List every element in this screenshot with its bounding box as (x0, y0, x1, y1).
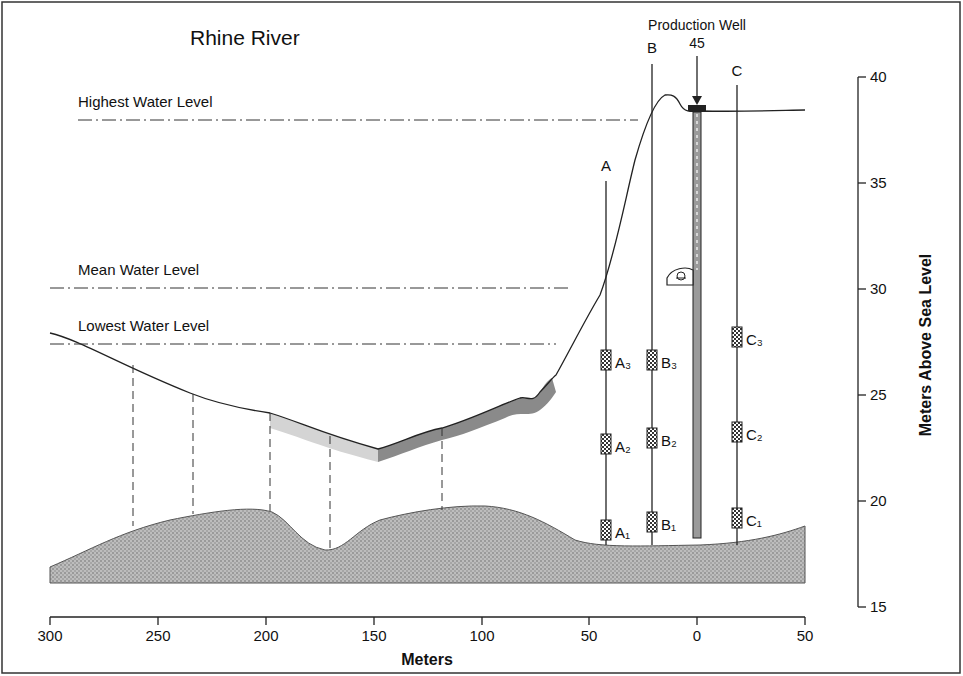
screen-label: C₃ (746, 332, 763, 349)
axis-tick (858, 606, 866, 607)
axis-tick (804, 617, 805, 625)
water-level-label: Highest Water Level (78, 94, 213, 111)
axis-tick (858, 76, 866, 77)
screen-label: B₁ (661, 517, 676, 534)
well-label: Production Well (648, 18, 746, 33)
axis-tick-label: 50 (581, 628, 598, 645)
axis-tick (696, 617, 697, 625)
axis-tick-label: 200 (253, 628, 278, 645)
axis-tick-label: 20 (870, 493, 887, 510)
axis-tick (265, 617, 266, 625)
well-number: 45 (689, 36, 705, 51)
ground-surface (50, 95, 805, 449)
axis-tick-label: 150 (361, 628, 386, 645)
axis-tick (157, 617, 158, 625)
axis-tick-label: 250 (145, 628, 170, 645)
axis-tick-label: 100 (469, 628, 494, 645)
axis-title: Meters (401, 651, 453, 669)
axis-tick-label: 300 (37, 628, 62, 645)
riverbed-fine (270, 413, 378, 462)
axis-tick (588, 617, 589, 625)
screen-label: B₂ (661, 433, 677, 450)
axis-tick (373, 617, 374, 625)
screen-label: A₃ (615, 355, 631, 372)
screen-label: C₂ (746, 427, 763, 444)
axis-tick-label: 50 (797, 628, 814, 645)
screen-label: A₂ (615, 439, 631, 456)
axis-tick-label: 30 (870, 281, 887, 298)
title: Rhine River (190, 26, 300, 49)
axis-tick (858, 182, 866, 183)
well-letter: B (647, 40, 657, 57)
axis-tick (858, 394, 866, 395)
screen-label: C₁ (746, 513, 762, 530)
axis-tick-label: 0 (693, 628, 701, 645)
production-well (693, 112, 701, 538)
screen-label: B₃ (661, 355, 677, 372)
axis-tick-label: 25 (870, 387, 887, 404)
water-level-label: Lowest Water Level (78, 318, 209, 335)
axis-tick-label: 35 (870, 175, 887, 192)
well-letter: C (732, 63, 743, 80)
axis-tick-label: 15 (870, 599, 887, 616)
axis-tick (49, 617, 50, 625)
water-level-label: Mean Water Level (78, 262, 199, 279)
bedrock (50, 506, 805, 583)
axis-tick (858, 288, 866, 289)
axis-tick (481, 617, 482, 625)
axis-tick (858, 500, 866, 501)
well-letter: A (601, 158, 611, 175)
pump (667, 268, 693, 285)
axis-tick-label: 40 (870, 69, 887, 86)
screen-label: A₁ (615, 525, 630, 542)
axis-title: Meters Above Sea Level (917, 254, 935, 437)
